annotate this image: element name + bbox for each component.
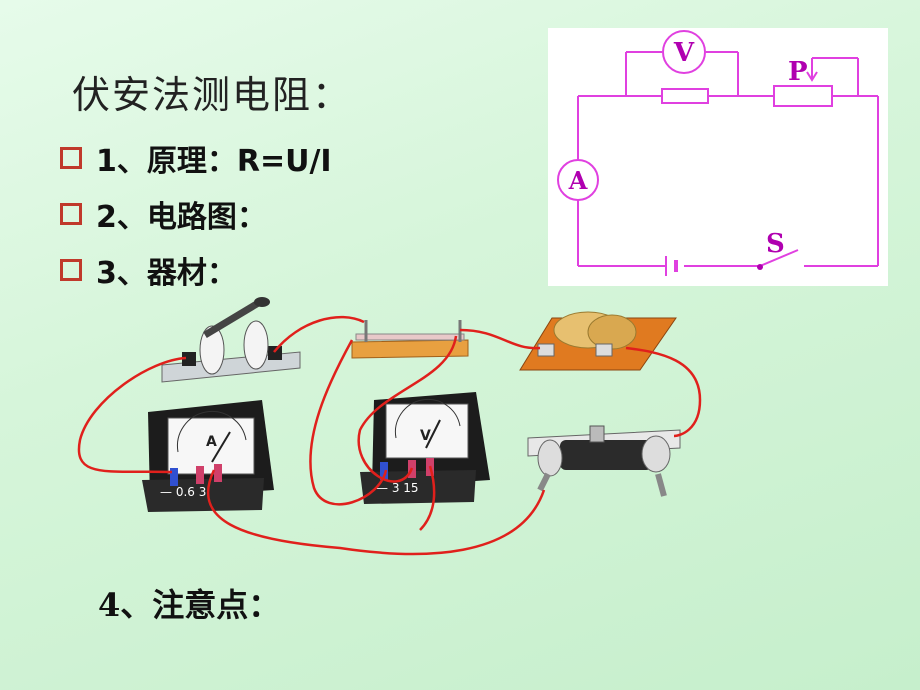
voltmeter-letter: V [420, 428, 431, 444]
ammeter-symbol [557, 159, 599, 201]
bullet-equipment-label: 3、器材： [96, 256, 237, 291]
fixed-resistor [519, 311, 677, 371]
ammeter-letter: A [206, 434, 217, 450]
voltmeter-label: V [673, 38, 695, 68]
slider-label: P [788, 57, 808, 87]
bullet-principle: 1、原理：R=U/I [60, 138, 332, 179]
switch-pivot-icon [757, 264, 763, 270]
circuit-diagram: V A P S [548, 28, 888, 286]
ammeter-label: A [568, 166, 588, 195]
bullet-equipment: 3、器材： [60, 250, 237, 291]
bullet-square-icon [60, 147, 82, 169]
bullet-square-icon [60, 259, 82, 281]
slide-title: 伏安法测电阻： [72, 73, 353, 117]
rheostat-device [527, 425, 681, 497]
switch-label: S [766, 229, 785, 259]
bullet-circuit-label: 2、电路图： [96, 200, 267, 235]
bullet-principle-label: 1、原理：R=U/I [96, 144, 332, 179]
ammeter-device: A — 0.6 3 [142, 400, 274, 512]
knife-switch [161, 297, 301, 383]
voltmeter-symbol [662, 30, 706, 74]
resistance-wire-board [351, 320, 469, 359]
bullet-square-icon [60, 203, 82, 225]
ammeter-terminal-labels: — 0.6 3 [160, 485, 206, 499]
connecting-wires [77, 315, 702, 556]
voltmeter-device: V — 3 15 [360, 392, 490, 504]
voltmeter-terminal-labels: — 3 15 [376, 481, 419, 495]
bullet-circuit-diagram: 2、电路图： [60, 194, 267, 235]
note-heading: 4、注意点： [98, 586, 281, 624]
